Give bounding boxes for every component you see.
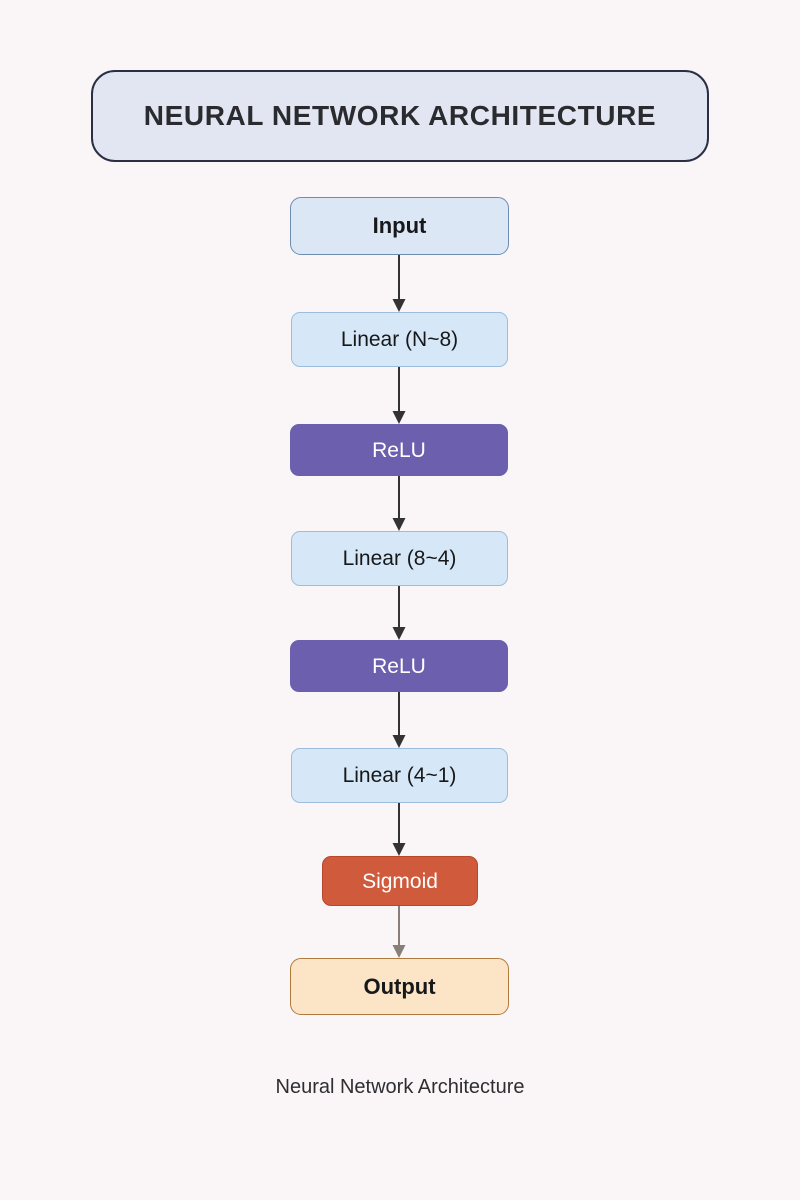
node-output[interactable]: Output — [290, 958, 509, 1015]
edge-relu1-to-linear2 — [392, 476, 406, 531]
node-label-sigmoid: Sigmoid — [362, 869, 438, 893]
node-input[interactable]: Input — [290, 197, 509, 255]
node-linear1[interactable]: Linear (N~8) — [291, 312, 508, 367]
node-linear2[interactable]: Linear (8~4) — [291, 531, 508, 586]
edge-linear2-to-relu2 — [392, 586, 406, 640]
node-label-input: Input — [372, 213, 427, 238]
edge-linear1-to-relu1 — [392, 367, 406, 424]
node-label-linear2: Linear (8~4) — [342, 547, 457, 570]
diagram-caption: Neural Network Architecture — [275, 1076, 525, 1098]
edge-input-to-linear1 — [392, 255, 406, 312]
node-label-linear3: Linear (4~1) — [342, 764, 457, 787]
node-linear3[interactable]: Linear (4~1) — [291, 748, 508, 803]
diagram-title-banner: NEURAL NETWORK ARCHITECTURE — [91, 70, 709, 162]
edge-sigmoid-to-output — [392, 906, 406, 958]
node-label-output: Output — [363, 973, 436, 999]
node-label-relu2: ReLU — [372, 654, 426, 678]
node-label-linear1: Linear (N~8) — [340, 328, 459, 351]
edge-linear3-to-sigmoid — [392, 803, 406, 856]
node-label-relu1: ReLU — [372, 438, 426, 462]
node-sigmoid[interactable]: Sigmoid — [322, 856, 478, 906]
page-title: NEURAL NETWORK ARCHITECTURE — [143, 100, 657, 131]
node-relu2[interactable]: ReLU — [290, 640, 508, 692]
node-relu1[interactable]: ReLU — [290, 424, 508, 476]
edge-relu2-to-linear3 — [392, 692, 406, 748]
